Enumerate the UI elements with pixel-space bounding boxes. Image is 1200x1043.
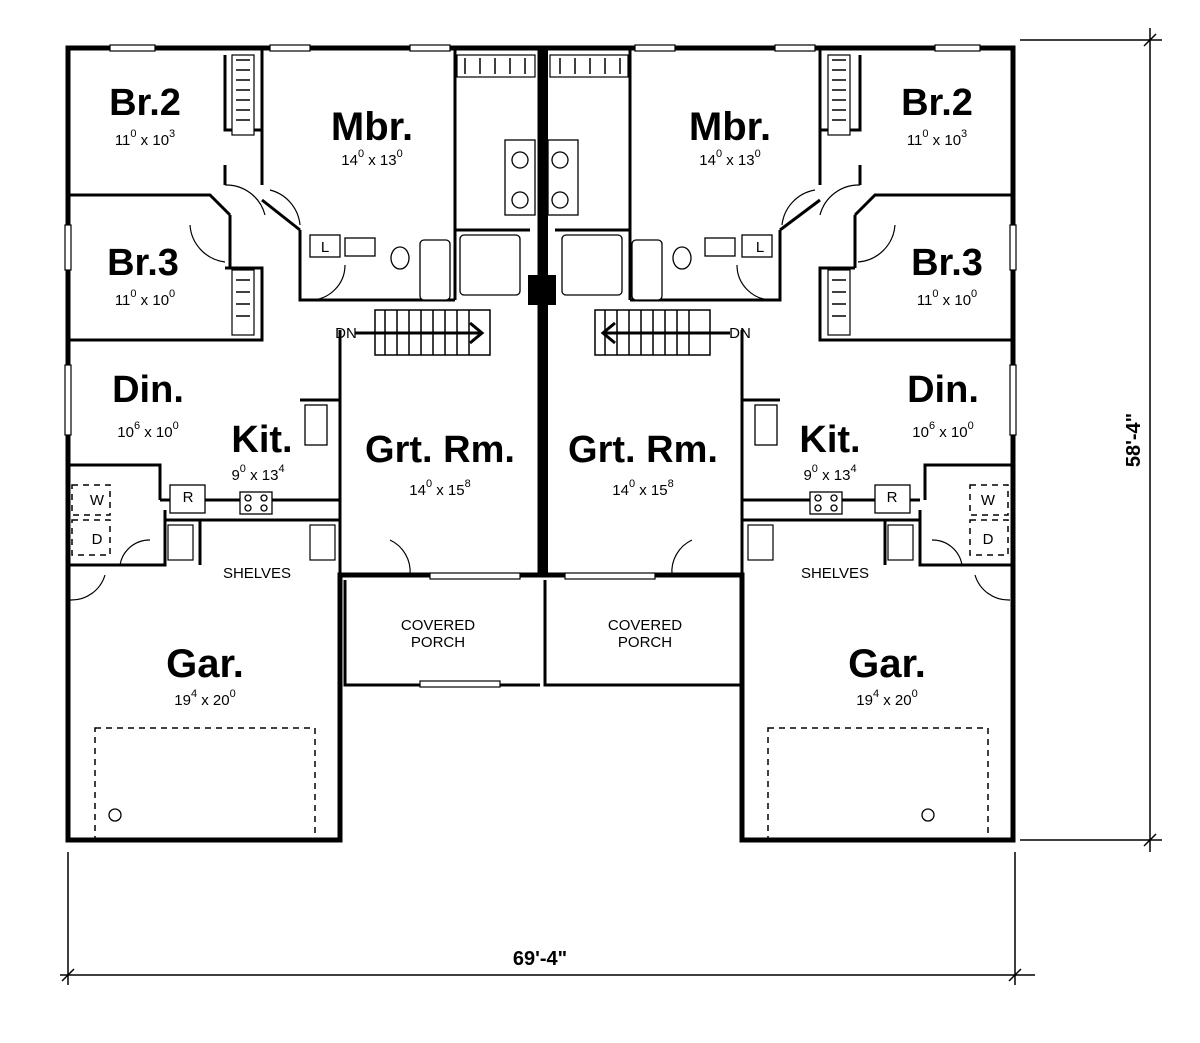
fridge-label-right: R — [887, 489, 898, 506]
room-name-gar-right: Gar. — [848, 642, 926, 686]
room-name-din-left: Din. — [112, 369, 184, 411]
overall-width-label: 69'-4" — [513, 948, 567, 970]
porch-label-1-left: COVERED — [401, 617, 475, 634]
room-name-br3-right: Br.3 — [911, 242, 983, 284]
stairs-dn-label-right: DN — [729, 325, 751, 342]
porch-label-2-left: PORCH — [411, 634, 465, 651]
room-dim-din-left: 106 x 100 — [117, 420, 178, 441]
dryer-label-left: D — [92, 531, 103, 548]
room-dim-br3-right: 110 x 100 — [917, 288, 977, 309]
closet-mbr-left — [456, 54, 536, 78]
garage-door-right — [767, 727, 989, 841]
linen-label-left: L — [321, 239, 329, 256]
labels-right: Br.2 110 x 103 Br.3 110 x 100 Mbr. 140 x… — [568, 82, 996, 709]
closet-porch-left — [309, 524, 336, 561]
room-name-mbr-right: Mbr. — [689, 105, 771, 149]
room-name-kit-left: Kit. — [231, 419, 292, 461]
fridge-label-left: R — [183, 489, 194, 506]
linen-label-right: L — [756, 239, 764, 256]
shelves-label-right: SHELVES — [801, 565, 869, 582]
overall-depth-label: 58'-4" — [1123, 413, 1145, 467]
room-name-br3-left: Br.3 — [107, 242, 179, 284]
room-name-br2-right: Br.2 — [901, 82, 973, 124]
room-dim-mbr-left: 140 x 130 — [341, 148, 402, 169]
closet-porch-right — [747, 524, 774, 561]
porch-label-2-right: PORCH — [618, 634, 672, 651]
dryer-label-right: D — [983, 531, 994, 548]
room-name-grt-left: Grt. Rm. — [365, 429, 515, 471]
porch-label-1-right: COVERED — [608, 617, 682, 634]
room-dim-kit-right: 90 x 134 — [803, 463, 856, 484]
room-dim-gar-left: 194 x 200 — [174, 688, 235, 709]
garage-door-left — [94, 727, 316, 841]
closet-entry-right — [887, 524, 914, 561]
closet-entry-left — [167, 524, 194, 561]
labels-left: Br.2 110 x 103 Br.3 110 x 100 Mbr. 140 x… — [90, 82, 515, 709]
closet-br3-right — [827, 269, 851, 336]
room-name-br2-left: Br.2 — [109, 82, 181, 124]
dimension-lines — [60, 28, 1162, 985]
room-dim-grt-left: 140 x 158 — [409, 478, 470, 499]
stairs-right — [594, 309, 730, 356]
room-dim-br3-left: 110 x 100 — [115, 288, 175, 309]
room-dim-din-right: 106 x 100 — [912, 420, 973, 441]
room-dim-br2-right: 110 x 103 — [907, 128, 967, 149]
stairs-dn-label-left: DN — [335, 325, 357, 342]
room-name-kit-right: Kit. — [799, 419, 860, 461]
unit-left — [64, 44, 543, 843]
shelves-label-left: SHELVES — [223, 565, 291, 582]
closet-br2-right — [827, 54, 851, 136]
room-dim-gar-right: 194 x 200 — [856, 688, 917, 709]
closet-br3-left — [231, 269, 255, 336]
room-name-din-right: Din. — [907, 369, 979, 411]
room-dim-kit-left: 90 x 134 — [231, 463, 284, 484]
stairs-left — [355, 309, 491, 356]
room-name-grt-right: Grt. Rm. — [568, 429, 718, 471]
room-dim-grt-right: 140 x 158 — [612, 478, 673, 499]
room-dim-mbr-right: 140 x 130 — [699, 148, 760, 169]
unit-right — [528, 44, 1017, 843]
room-name-gar-left: Gar. — [166, 642, 244, 686]
closet-br2-left — [231, 54, 255, 136]
washer-label-right: W — [981, 492, 996, 509]
closet-mbr-right — [549, 54, 629, 78]
washer-label-left: W — [90, 492, 105, 509]
room-name-mbr-left: Mbr. — [331, 105, 413, 149]
room-dim-br2-left: 110 x 103 — [115, 128, 175, 149]
